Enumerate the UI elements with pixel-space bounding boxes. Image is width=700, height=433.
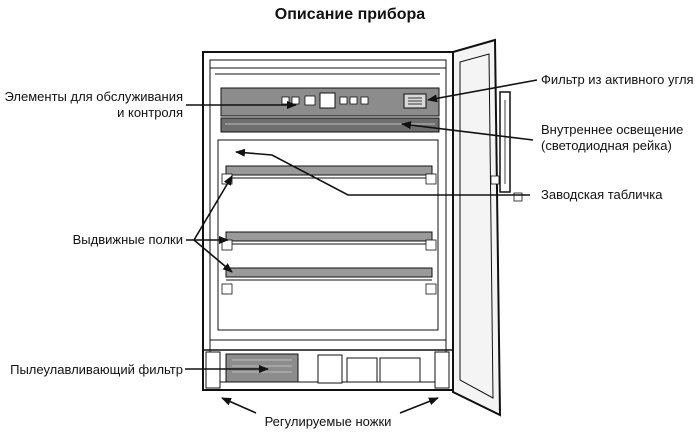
plinth-frame <box>202 349 454 391</box>
display-window <box>319 92 336 109</box>
label-nameplate: Заводская табличка <box>541 187 663 202</box>
interior-back-wall <box>217 139 439 331</box>
control-button-5 <box>349 96 358 105</box>
control-panel <box>220 87 440 133</box>
labels: Элементы для обслуживания и контроля Выд… <box>5 72 694 429</box>
diagram-title: Описание прибора <box>275 6 425 23</box>
label-dust-filter: Пылеулавливающий фильтр <box>10 362 183 377</box>
label-lighting-line2: (светодиодная рейка) <box>541 138 672 153</box>
plinth <box>202 349 454 391</box>
label-carbon-filter: Фильтр из активного угля <box>541 72 694 87</box>
shelf-2 <box>221 231 437 251</box>
control-button-6 <box>360 96 369 105</box>
label-controls-line2: и контроля <box>117 105 183 120</box>
door-hinge-detail <box>490 175 500 185</box>
dust-filter-panel <box>225 353 299 383</box>
leader-arrows <box>185 79 538 414</box>
shelf-3 <box>221 267 437 295</box>
plinth-vent-1 <box>317 354 343 384</box>
arrow-shelf-1 <box>193 175 233 241</box>
door <box>452 38 523 417</box>
control-button-3 <box>304 95 316 106</box>
control-button-4 <box>339 96 348 105</box>
plinth-vent-2 <box>346 357 378 383</box>
plinth-vent-3 <box>379 357 421 383</box>
arrow-lighting <box>401 121 534 141</box>
label-controls-line1: Элементы для обслуживания <box>5 89 184 104</box>
led-light-strip <box>220 117 440 133</box>
label-feet: Регулируемые ножки <box>265 414 392 429</box>
arrow-shelf-3 <box>193 239 233 273</box>
left-foot <box>205 351 221 389</box>
arrow-carbon-filter <box>427 79 538 103</box>
right-foot <box>434 351 450 389</box>
control-button-2 <box>291 96 300 105</box>
shelves <box>221 165 437 295</box>
label-lighting-line1: Внутреннее освещение <box>541 122 683 137</box>
control-button-1 <box>281 96 290 105</box>
label-shelves: Выдвижные полки <box>73 232 183 247</box>
arrow-right-foot <box>399 397 439 414</box>
arrow-nameplate <box>235 148 530 196</box>
arrow-left-foot <box>221 397 257 414</box>
shelf-1 <box>221 165 437 185</box>
door-glass <box>459 53 494 399</box>
